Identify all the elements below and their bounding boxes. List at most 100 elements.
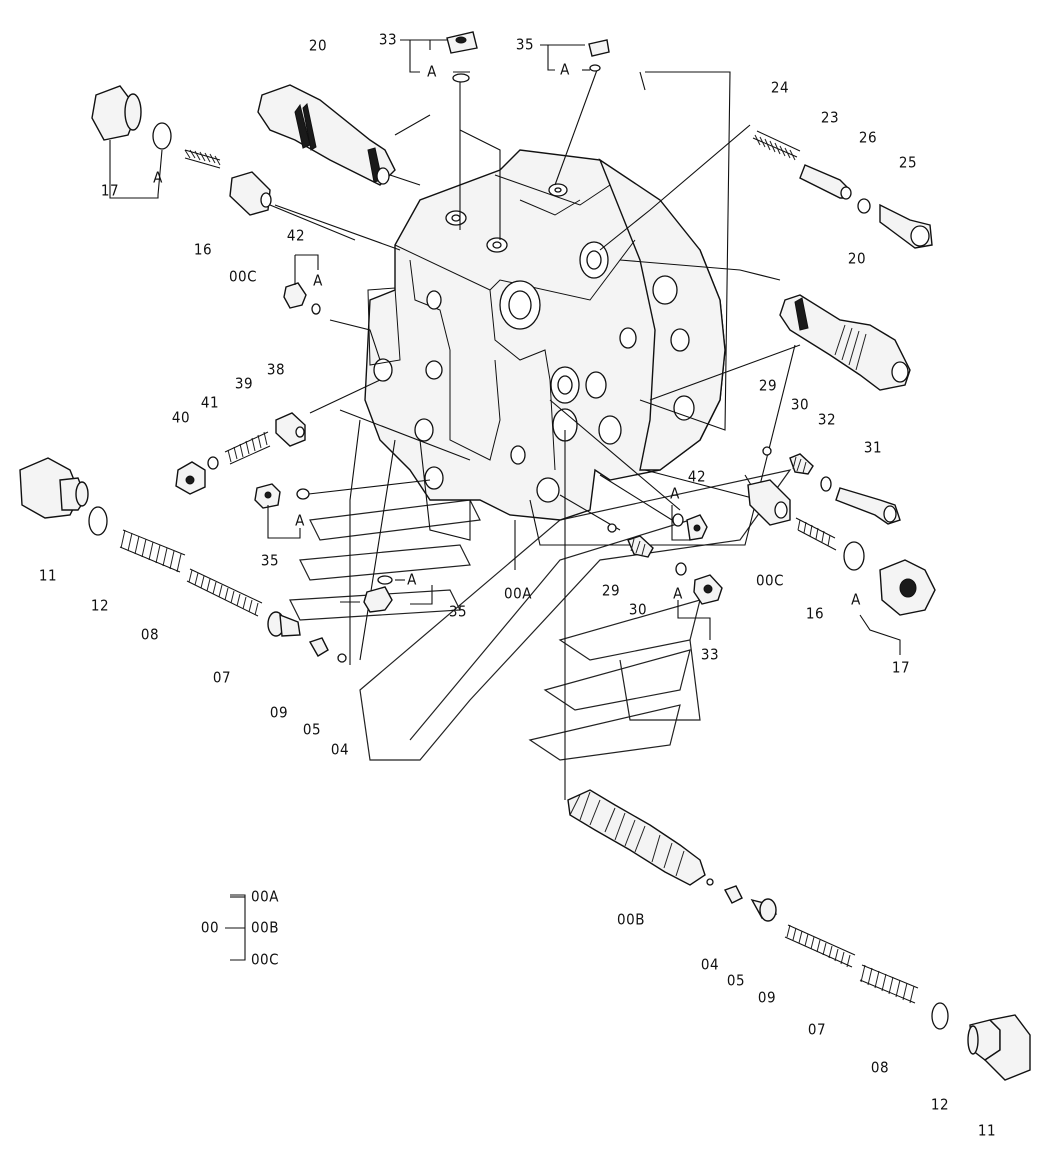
part-04-ball-left [337,653,347,663]
label-08-right: 08 [870,1058,890,1077]
part-12-oring-right [931,1002,949,1030]
label-07-right: 07 [807,1020,827,1039]
label-33-top: 33 [378,30,398,49]
label-30-lower: 30 [628,600,648,619]
label-40: 40 [171,408,191,427]
label-20-right: 20 [847,249,867,268]
label-a-42-right: A [670,484,680,503]
label-08-left: 08 [140,625,160,644]
label-a-35-lower: A [407,570,417,589]
part-29-ball [762,446,772,456]
label-35-mid: 35 [260,551,280,570]
label-39: 39 [234,374,254,393]
label-31: 31 [863,438,883,457]
label-20-top: 20 [308,36,328,55]
label-42-right: 42 [687,467,707,486]
legend-item-00c: 00C [250,950,280,969]
label-26: 26 [858,128,878,147]
label-04-right: 04 [700,955,720,974]
part-00c-sleeve-upper-left [229,171,272,216]
legend-root: 00 [200,918,220,937]
legend-item-00b: 00B [251,918,279,937]
leader-lines [269,69,801,800]
part-38-sleeve [275,412,306,447]
label-00c-upper-left: 00C [228,267,258,286]
label-16-upper-left: 16 [193,240,213,259]
part-09-seat-left [267,611,301,637]
label-29-lower: 29 [601,581,621,600]
part-29-ball-lower [607,523,617,533]
label-24: 24 [770,78,790,97]
valve-body [364,149,726,521]
label-a-33-top: A [427,62,437,81]
label-07-left: 07 [212,668,232,687]
part-00b-spool [567,789,706,886]
part-17-plug-right [843,541,936,616]
legend-item-00a: 00A [251,887,279,906]
label-23: 23 [820,108,840,127]
part-30-screw [789,453,814,475]
label-35-lower: 35 [448,602,468,621]
part-07-spring-left [186,568,263,617]
part-39-spring [224,431,271,465]
part-05-poppet-right [723,885,743,904]
part-42-plug-left [283,282,321,315]
part-05-poppet-left [308,637,329,657]
part-12-oring-left [88,506,108,536]
part-31-pin [835,487,901,525]
part-35-plug-lower [363,575,393,613]
part-25-plug [879,203,933,249]
part-42-plug-right [672,513,708,541]
label-a-17-right: A [851,590,861,609]
part-20-cartridge-right [779,294,911,391]
label-a-35-mid: A [295,511,305,530]
label-38: 38 [266,360,286,379]
label-29-right: 29 [758,376,778,395]
label-a-35-top: A [560,60,570,79]
part-07-spring-right [784,924,856,968]
part-20-cartridge-left [257,84,396,186]
label-05-right: 05 [726,971,746,990]
label-a-17-upper-left: A [153,168,163,187]
label-05-left: 05 [302,720,322,739]
label-41: 41 [200,393,220,412]
label-12-left: 12 [90,596,110,615]
callout-brackets [109,39,901,961]
label-00a: 00A [504,584,532,603]
label-42-left: 42 [286,226,306,245]
part-23-piston [799,164,852,200]
label-11-left: 11 [38,566,58,585]
label-09-right: 09 [757,988,777,1007]
part-04-ball-right [706,878,714,886]
label-a-42-left: A [313,271,323,290]
label-04-left: 04 [330,740,350,759]
label-35-top: 35 [515,35,535,54]
part-08-spring-left [119,529,186,573]
label-16-right: 16 [805,604,825,623]
label-32: 32 [817,410,837,429]
label-09-left: 09 [269,703,289,722]
part-09-seat-right [750,898,778,922]
part-33-plug-top [446,31,478,83]
label-12-right: 12 [930,1095,950,1114]
label-00c-right: 00C [755,571,785,590]
background-logo [289,469,792,761]
part-11-plug-right [967,1014,1031,1081]
part-35-plug-top [588,39,610,72]
label-00b: 00B [617,910,645,929]
part-24-spring [752,130,801,161]
part-35-plug-mid [254,483,310,509]
part-40-plug [175,461,206,495]
part-00c-sleeve-right [747,479,791,526]
part-30-screw-lower [627,535,654,558]
part-26-oring [857,198,871,214]
part-32-oring [820,476,832,492]
label-33-lower: 33 [700,645,720,664]
label-17-right: 17 [891,658,911,677]
label-a-33-lower: A [673,584,683,603]
part-08-spring-right [859,964,919,1004]
label-25: 25 [898,153,918,172]
part-11-plug-left [19,457,89,519]
part-33-plug-lower [675,562,723,605]
